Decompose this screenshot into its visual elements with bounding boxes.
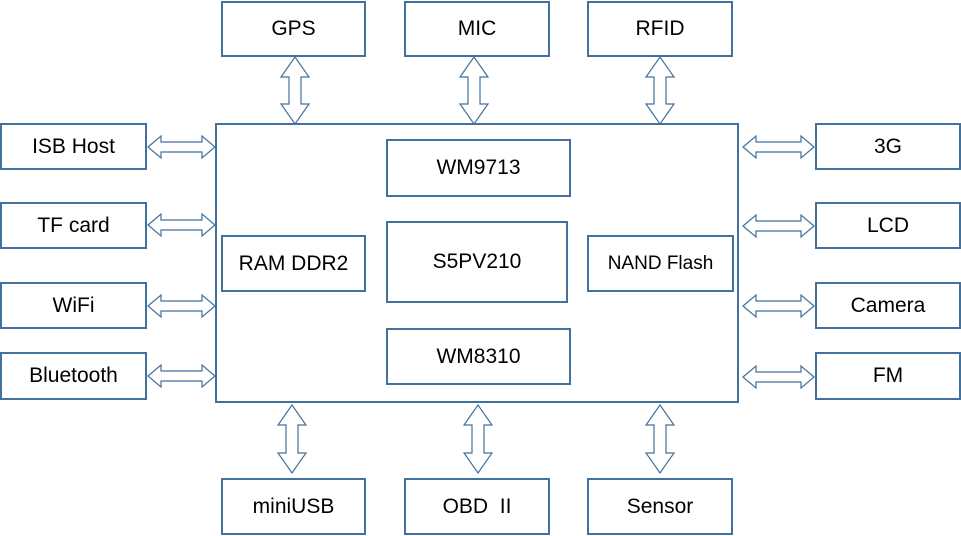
arrow-tf-card xyxy=(147,212,216,238)
arrow-lcd xyxy=(742,213,815,239)
chip-s5pv210: S5PV210 xyxy=(386,221,568,303)
peripheral-lcd: LCD xyxy=(815,202,961,249)
arrow-bluetooth xyxy=(147,363,216,389)
chip-nand-flash: NAND Flash xyxy=(587,235,734,292)
peripheral-obd-ii: OBD II xyxy=(404,478,550,535)
peripheral-fm: FM xyxy=(815,352,961,400)
peripheral-sensor: Sensor xyxy=(587,478,733,535)
peripheral-camera: Camera xyxy=(815,282,961,329)
arrow-fm xyxy=(742,364,815,390)
peripheral-mic: MIC xyxy=(404,1,550,57)
peripheral-isb-host: ISB Host xyxy=(0,123,147,170)
arrow-mic xyxy=(458,55,490,126)
arrow-isb-host xyxy=(147,134,216,160)
arrow-rfid xyxy=(644,55,676,126)
peripheral-tf-card: TF card xyxy=(0,202,147,249)
peripheral-wifi: WiFi xyxy=(0,282,147,329)
arrow-camera xyxy=(742,293,815,319)
peripheral-3g: 3G xyxy=(815,123,961,170)
chip-wm9713: WM9713 xyxy=(386,139,571,197)
peripheral-miniusb: miniUSB xyxy=(221,478,366,535)
arrow-3g xyxy=(742,134,815,160)
peripheral-gps: GPS xyxy=(221,1,366,57)
arrow-sensor xyxy=(644,403,676,475)
chip-wm8310: WM8310 xyxy=(386,328,571,385)
peripheral-rfid: RFID xyxy=(587,1,733,57)
arrow-miniusb xyxy=(276,403,308,475)
chip-ram-ddr2: RAM DDR2 xyxy=(221,235,366,292)
arrow-gps xyxy=(279,55,311,126)
arrow-wifi xyxy=(147,293,216,319)
arrow-obd xyxy=(462,403,494,475)
peripheral-bluetooth: Bluetooth xyxy=(0,352,147,400)
